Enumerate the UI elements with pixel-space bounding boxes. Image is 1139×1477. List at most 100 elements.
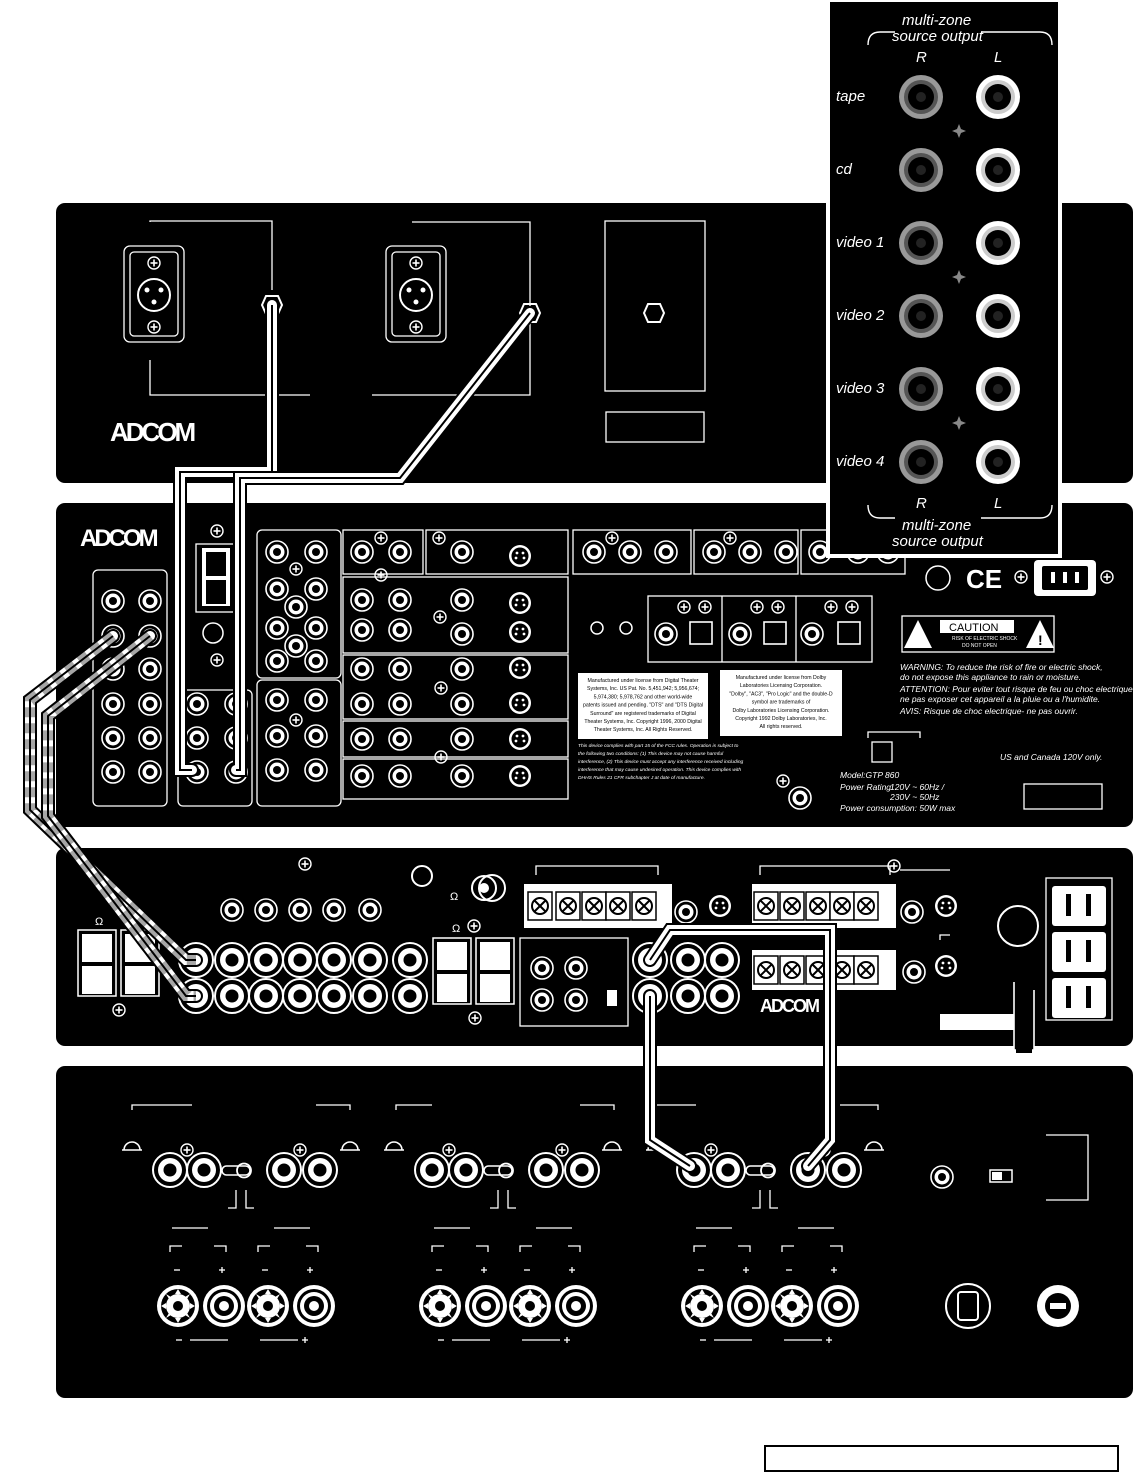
cable-core — [29, 635, 196, 961]
processor-rca-jack — [265, 577, 289, 601]
bottom-screw — [704, 1143, 718, 1157]
processor-rca-jack — [618, 540, 642, 564]
avis: AVIS: Risque de choc electrique- ne pas … — [899, 706, 1078, 716]
processor-rca-jack — [265, 649, 289, 673]
notice-line: Laboratories Licensing Corporation. — [740, 683, 822, 689]
processor-rca-jack — [450, 764, 474, 788]
ce-mark: CE — [966, 564, 1002, 594]
processor-rca-jack — [101, 692, 125, 716]
mz-channel-r-bottom: R — [916, 495, 927, 512]
terminal-screw — [829, 891, 855, 921]
fcc-notice: This device complies with part 15 of the… — [578, 743, 744, 781]
speaker-binding-post — [203, 1285, 245, 1327]
cable-core — [649, 996, 691, 1167]
speaker-binding-post — [247, 1285, 289, 1327]
processor-rca-jack — [350, 657, 374, 681]
power-rating-1: 120V ~ 60Hz / — [890, 782, 946, 792]
amp-rca-lower — [316, 978, 352, 1014]
amp-trigger-jack — [411, 865, 433, 887]
amp-svideo-jack — [709, 895, 731, 917]
terminal-screw — [555, 891, 581, 921]
mz-jack-right — [899, 148, 943, 192]
brand-logo-amp: ADCOM — [760, 996, 819, 1016]
processor-rca-jack — [265, 758, 289, 782]
processor-svideo-jack — [509, 657, 531, 679]
interconnect-cables — [23, 298, 837, 1173]
amp-gnd-post — [471, 875, 497, 901]
processor-rca-jack — [284, 634, 308, 658]
speaker-binding-post — [727, 1285, 769, 1327]
ohm-symbol-2: Ω — [452, 923, 460, 935]
mz-jack-left — [976, 367, 1020, 411]
amp-svideo-jack — [935, 895, 957, 917]
processor-rca-jack — [304, 688, 328, 712]
bottom-channel-3 — [646, 1141, 884, 1343]
dts-notice-box: Manufactured under license from Digital … — [578, 673, 708, 739]
cable-shadow — [23, 630, 196, 967]
processor-screw — [434, 681, 448, 695]
processor-rca-jack — [304, 616, 328, 640]
processor-screw — [210, 524, 224, 538]
processor-svideo-jack — [509, 545, 531, 567]
processor-rca-jack — [304, 540, 328, 564]
processor-screw — [210, 653, 224, 667]
bottom-input-jack — [152, 1152, 188, 1188]
amp-rca-small — [674, 900, 698, 924]
processor-rca-jack — [304, 758, 328, 782]
processor-rca-jack — [304, 649, 328, 673]
notice-line: patents issued and pending. "DTS" and "D… — [583, 703, 703, 709]
bottom-input-jack — [414, 1152, 450, 1188]
svg-text:!: ! — [1038, 632, 1043, 648]
terminal-screw — [631, 891, 657, 921]
top-panel-hex-jacks — [260, 295, 666, 323]
processor-rca-jack — [774, 540, 798, 564]
bottom-input-jack — [266, 1152, 302, 1188]
amp-rca-upper — [352, 942, 388, 978]
notice-line: Theater Systems, Inc. Copyright 1996, 20… — [584, 719, 701, 725]
terminal-screw — [527, 891, 553, 921]
bottom-amp-channels — [122, 1141, 884, 1343]
bottom-input-jack — [186, 1152, 222, 1188]
processor-screw — [374, 531, 388, 545]
mz-title-top-1: multi-zone — [902, 12, 971, 29]
power-rating-2: 230V ~ 50Hz — [889, 792, 940, 802]
processor-rca-jack — [388, 764, 412, 788]
amp-rca-small — [902, 960, 926, 984]
processor-screw — [289, 713, 303, 727]
power-inlet — [1034, 560, 1096, 596]
mz-screw — [952, 416, 966, 430]
amp-rca-lower — [282, 978, 318, 1014]
brand-logo-processor: ADCOM — [80, 525, 158, 552]
processor-rca-jack — [800, 622, 824, 646]
caution-label: ! CAUTION RISK OF ELECTRIC SHOCK DO NOT … — [901, 615, 1055, 653]
speaker-binding-post — [817, 1285, 859, 1327]
mount-hole — [123, 1141, 141, 1151]
bottom-screw — [180, 1143, 194, 1157]
amp-rca-lower — [352, 978, 388, 1014]
mz-title-top-2: source output — [892, 28, 984, 45]
terminal-screw — [779, 891, 805, 921]
bottom-input-jack — [826, 1152, 862, 1188]
mz-source-label: video 3 — [836, 380, 885, 397]
bottom-input-jack — [710, 1152, 746, 1188]
processor-rca-jack — [388, 727, 412, 751]
cable-core — [236, 312, 531, 771]
processor-screw — [776, 774, 790, 788]
processor-rca-jack — [304, 724, 328, 748]
notice-line: Manufactured under license from Dolby — [736, 675, 827, 681]
processor-spring-clip — [202, 548, 230, 606]
mz-jack-left — [976, 221, 1020, 265]
mz-jack-right — [899, 75, 943, 119]
power-cord-end — [1016, 1035, 1032, 1053]
processor-frames — [92, 529, 1103, 810]
mz-jack-left — [976, 294, 1020, 338]
processor-rca-jack — [450, 657, 474, 681]
processor-rca-jack — [582, 540, 606, 564]
speaker-binding-post — [293, 1285, 335, 1327]
processor-screw — [289, 562, 303, 576]
processor-screw — [677, 600, 691, 614]
voltage-selector — [867, 731, 921, 763]
caution-title: CAUTION — [949, 622, 999, 634]
ac-outlets — [1052, 886, 1106, 1018]
processor-rca-jack — [388, 588, 412, 612]
